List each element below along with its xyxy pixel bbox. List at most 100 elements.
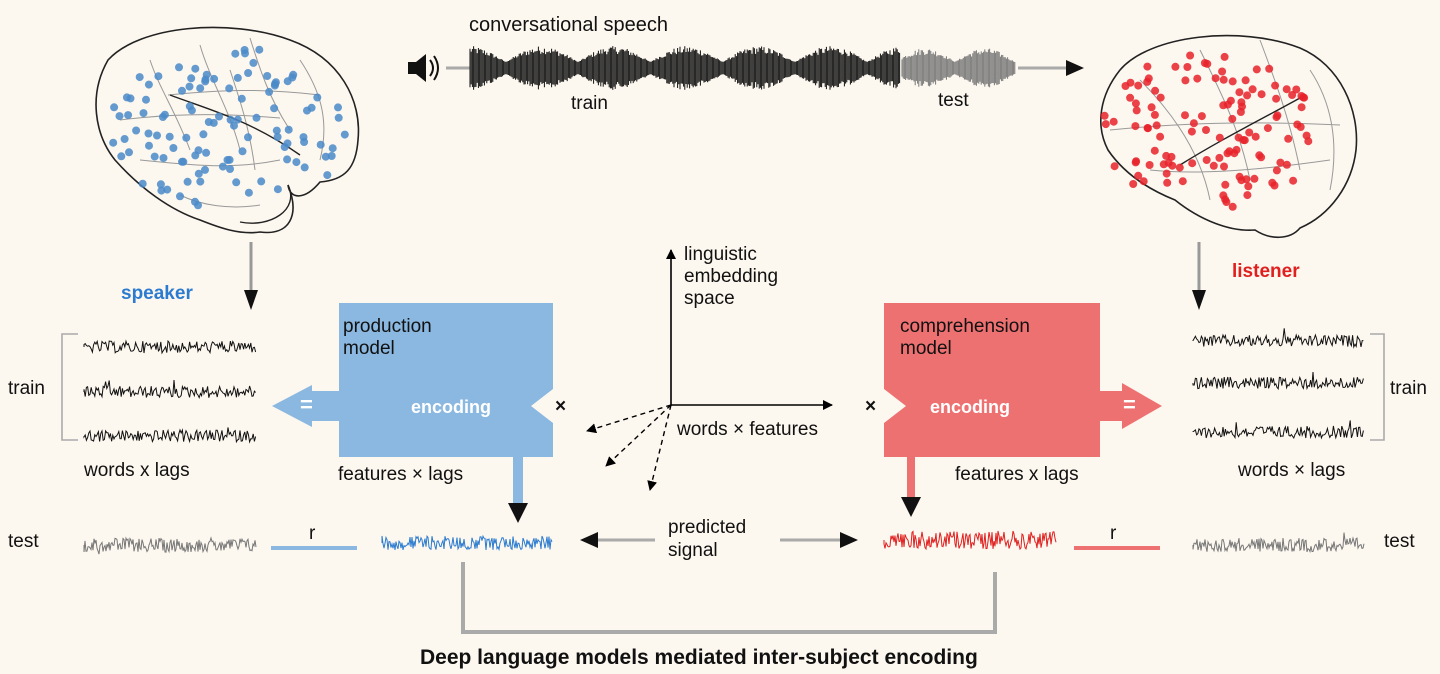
electrode-dot <box>327 152 336 160</box>
electrode-dot <box>1282 85 1291 94</box>
electrode-dot <box>1292 85 1301 94</box>
electrode-dot <box>182 133 191 142</box>
predicted-arrow-right <box>780 532 858 548</box>
electrode-dot <box>1242 175 1251 184</box>
electrode-dot <box>1220 52 1229 61</box>
electrode-dot <box>120 135 129 143</box>
electrode-dot <box>156 180 165 189</box>
electrode-dot <box>1245 128 1254 137</box>
electrode-dot <box>1268 178 1277 187</box>
electrode-dot <box>1181 111 1189 120</box>
electrode-dot <box>1211 74 1220 83</box>
electrode-dot <box>265 87 274 96</box>
electrode-dot <box>1243 91 1252 100</box>
comprehension-title-2: model <box>900 338 952 359</box>
speech-arrow-head <box>1066 60 1084 76</box>
electrode-dot <box>122 93 131 102</box>
electrode-dot <box>202 70 211 79</box>
electrode-dot <box>255 45 264 54</box>
electrode-dot <box>307 103 316 112</box>
electrode-dot <box>1183 63 1192 71</box>
electrode-dot <box>1202 126 1210 134</box>
electrode-dot <box>257 177 266 186</box>
electrode-dot <box>1197 112 1206 121</box>
electrode-dot <box>1289 176 1298 185</box>
electrode-dot <box>334 103 342 112</box>
electrode-dot <box>183 177 192 186</box>
electrode-dot <box>270 104 279 113</box>
electrode-dot <box>202 148 211 157</box>
electrode-dot <box>334 113 343 122</box>
electrode-dot <box>300 163 309 172</box>
production-encoding-label: encoding <box>411 397 491 417</box>
electrode-dot <box>1129 180 1138 188</box>
electrode-dot <box>272 126 281 135</box>
electrode-dot <box>139 109 148 118</box>
electrode-dot <box>1181 76 1190 85</box>
electrode-dot <box>1235 88 1244 97</box>
speaker-train-label: train <box>8 378 45 399</box>
electrode-dot <box>178 86 186 95</box>
electrode-dot <box>1288 91 1297 99</box>
electrode-dot <box>135 73 144 82</box>
electrode-dot <box>1143 62 1152 71</box>
electrode-dot <box>1228 114 1237 123</box>
comprehension-title-1: comprehension <box>900 316 1030 337</box>
embedding-axes <box>586 249 833 491</box>
electrode-dot <box>1189 119 1198 128</box>
electrode-dot <box>1251 132 1260 141</box>
electrode-dot <box>1250 174 1259 183</box>
electrode-dot <box>196 177 205 186</box>
electrode-dot <box>1215 153 1224 162</box>
electrode-dot <box>230 121 238 130</box>
electrode-dot <box>1131 122 1140 131</box>
electrode-dot <box>178 157 186 166</box>
electrode-dot <box>1282 160 1291 169</box>
electrode-dot <box>1132 106 1141 115</box>
electrode-dot <box>1101 120 1110 129</box>
electrode-dot <box>1293 120 1302 129</box>
electrode-dot <box>1121 82 1130 90</box>
electrode-dot <box>115 112 124 121</box>
electrode-dot <box>1188 159 1197 168</box>
electrode-dot <box>1219 75 1228 84</box>
electrode-dot <box>1178 177 1187 186</box>
electrode-dot <box>244 133 252 142</box>
electrode-dot <box>1139 177 1148 186</box>
electrode-dot <box>1243 191 1252 200</box>
electrode-dot <box>1126 93 1135 102</box>
electrode-dot <box>1147 103 1156 112</box>
electrode-dot <box>233 73 242 82</box>
electrode-dot <box>1218 67 1227 76</box>
speaker-label: speaker <box>121 283 193 304</box>
electrode-dot <box>150 152 159 161</box>
listener-train-trace-2 <box>1192 372 1364 391</box>
electrode-dot <box>238 147 247 156</box>
electrode-dot <box>1222 198 1231 206</box>
speaker-axes-label: words x lags <box>84 460 190 481</box>
electrode-dot <box>1209 161 1218 170</box>
speech-train-segment <box>469 46 901 90</box>
electrode-dot <box>1131 158 1140 167</box>
electrode-dot <box>191 64 200 73</box>
listener-train-trace-3 <box>1192 420 1364 440</box>
electrode-dot <box>1226 96 1235 105</box>
electrode-dot <box>132 126 141 135</box>
electrode-dot <box>231 49 240 58</box>
electrode-dot <box>191 151 200 160</box>
comprehension-features-label: features x lags <box>955 464 1079 485</box>
electrode-dot <box>201 165 209 174</box>
comprehension-equals: = <box>1123 392 1136 417</box>
speech-test-label: test <box>938 90 969 111</box>
listener-r-label: r <box>1110 523 1117 544</box>
electrode-dot <box>215 112 223 121</box>
electrode-dot <box>185 82 194 91</box>
production-down-stem <box>513 457 523 505</box>
electrode-dot <box>273 185 282 194</box>
comprehension-model-box <box>884 303 1162 517</box>
electrode-dot <box>323 171 332 180</box>
electrode-dot <box>1244 182 1253 191</box>
electrode-dot <box>1202 156 1211 164</box>
electrode-dot <box>1273 111 1282 120</box>
